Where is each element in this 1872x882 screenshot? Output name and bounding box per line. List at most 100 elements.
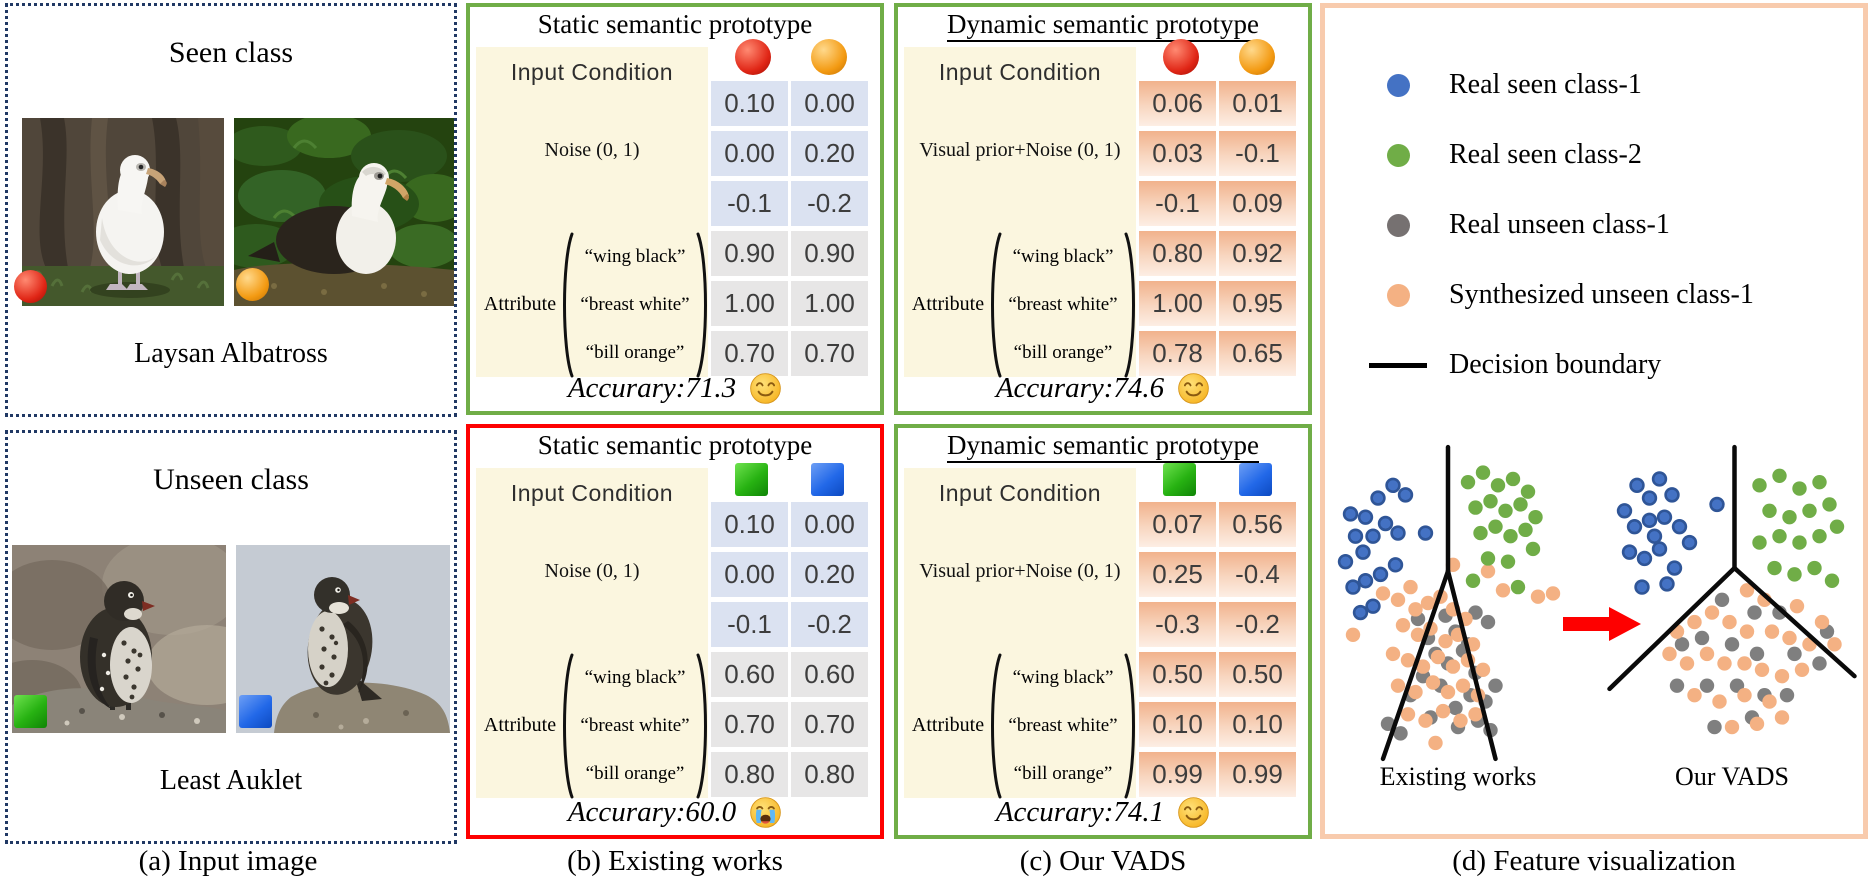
attribute-item: “bill orange” — [585, 763, 685, 784]
attribute-item: “breast white” — [1008, 715, 1118, 736]
attribute-bracket-right — [1124, 231, 1138, 379]
scatter-point-blue — [1372, 566, 1389, 583]
table-title: Dynamic semantic prototype — [898, 430, 1308, 463]
column-marker-green-square — [735, 463, 768, 496]
attribute-label: Attribute — [911, 293, 985, 315]
value-cell: 0.60 — [711, 652, 788, 697]
value-cell: -0.1 — [1139, 181, 1216, 226]
attribute-items: “wing black”“breast white”“bill orange” — [1002, 233, 1124, 377]
scatter-point-peach — [1400, 653, 1416, 668]
red-arrow-icon — [1563, 607, 1641, 641]
value-cell: 0.10 — [1219, 702, 1296, 747]
table-label-area — [476, 468, 708, 798]
scatter-point-peach — [1724, 719, 1740, 735]
scatter-point-blue — [1347, 528, 1364, 544]
value-cell: -0.1 — [711, 602, 788, 647]
value-cell: 0.80 — [791, 752, 868, 797]
scatter-point-peach — [1428, 735, 1443, 751]
scatter-point-peach — [1774, 668, 1790, 684]
scatter-point-peach — [1415, 659, 1431, 674]
accuracy-row: Accurary:60.0 — [470, 793, 880, 831]
scatter-point-gray — [1669, 678, 1685, 693]
scatter-point-blue — [1365, 598, 1381, 614]
scatter-point-peach — [1408, 602, 1423, 617]
scatter-point-green — [1510, 579, 1526, 595]
scatter-point-peach — [1400, 707, 1416, 722]
scatter-point-blue — [1390, 525, 1406, 541]
attribute-item: “wing black” — [1012, 246, 1114, 267]
scatter-point-blue — [1377, 515, 1394, 532]
legend-item: Synthesized unseen class-1 — [1369, 279, 1754, 310]
value-cell: -0.2 — [791, 181, 868, 226]
unseen-marker-blue-square — [239, 695, 272, 728]
scatter-point-peach — [1749, 716, 1765, 732]
scatter-point-green — [1792, 481, 1807, 496]
value-cell: -0.3 — [1139, 602, 1216, 647]
value-cell: 0.90 — [711, 231, 788, 276]
scatter-point-green — [1525, 541, 1541, 557]
scatter-point-green — [1518, 522, 1533, 538]
value-cell: 0.06 — [1139, 81, 1216, 126]
column-marker-red-circle — [1163, 39, 1199, 75]
value-cell: 0.25 — [1139, 552, 1216, 597]
scatter-point-peach — [1455, 678, 1471, 693]
value-cell: 0.70 — [711, 331, 788, 376]
scatter-point-peach — [1395, 618, 1411, 633]
scatter-point-green — [1488, 519, 1503, 534]
table-title: Static semantic prototype — [470, 9, 880, 40]
scatter-point-peach — [1712, 694, 1727, 709]
attribute-bracket — [563, 653, 574, 799]
legend-label: Decision boundary — [1449, 349, 1662, 380]
legend-label: Real seen class-2 — [1449, 139, 1642, 170]
scatter-point-peach — [1418, 713, 1433, 728]
scatter-point-blue — [1634, 579, 1650, 595]
scatter-point-peach — [1722, 614, 1737, 630]
value-cell: 0.65 — [1219, 331, 1296, 376]
scatter-point-peach — [1408, 684, 1423, 700]
value-cell: 0.99 — [1219, 752, 1296, 797]
legend-label: Real unseen class-1 — [1449, 209, 1670, 240]
scatter-point-gray — [1694, 630, 1710, 646]
scatter-point-blue — [1646, 528, 1663, 544]
scatter-point-blue — [1641, 512, 1658, 529]
scatter-point-green — [1528, 509, 1543, 525]
input-condition-label: Input Condition — [938, 59, 1102, 85]
unseen-class-name: Least Auklet — [159, 765, 303, 796]
scatter-point-peach — [1475, 662, 1491, 677]
scatter-point-blue — [1681, 534, 1698, 551]
caption-c: (c) Our VADS — [1019, 845, 1187, 877]
albatross-standing-illustration — [22, 118, 224, 306]
scatter-point-peach — [1375, 586, 1391, 601]
legend-dot-icon — [1386, 73, 1410, 97]
scatter-existing-works — [1337, 444, 1561, 762]
scatter-point-peach — [1737, 656, 1752, 671]
unseen-marker-green-square — [14, 695, 47, 728]
legend-item: Decision boundary — [1369, 349, 1662, 380]
attribute-label: Attribute — [483, 293, 557, 315]
scatter-point-peach — [1435, 703, 1451, 719]
attribute-item: “bill orange” — [1013, 342, 1113, 363]
scatter-point-green — [1812, 529, 1827, 544]
scatter-point-peach — [1445, 659, 1461, 674]
value-cell: 0.00 — [711, 552, 788, 597]
scatter-point-blue — [1387, 557, 1404, 573]
scatter-point-green — [1787, 567, 1802, 582]
panel-a-seen-box: Seen class — [5, 3, 457, 417]
attribute-item: “wing black” — [1012, 667, 1114, 688]
value-cell: 0.50 — [1219, 652, 1296, 697]
smile-emoji-icon — [750, 372, 781, 404]
condition-label: Visual prior+Noise (0, 1) — [919, 560, 1121, 582]
value-cell: 0.01 — [1219, 81, 1296, 126]
accuracy-emoji — [1177, 372, 1210, 405]
seen-class-title: Seen class — [168, 36, 294, 69]
legend-item: Real seen class-2 — [1369, 139, 1642, 170]
scatter-point-green — [1505, 471, 1521, 487]
scatter-point-green — [1802, 503, 1817, 518]
table-title-text: Dynamic semantic prototype — [947, 430, 1259, 463]
value-cell: -0.2 — [791, 602, 868, 647]
scatter-point-blue — [1355, 544, 1371, 560]
scatter-point-gray — [1488, 678, 1503, 693]
scatter-point-green — [1752, 478, 1767, 493]
